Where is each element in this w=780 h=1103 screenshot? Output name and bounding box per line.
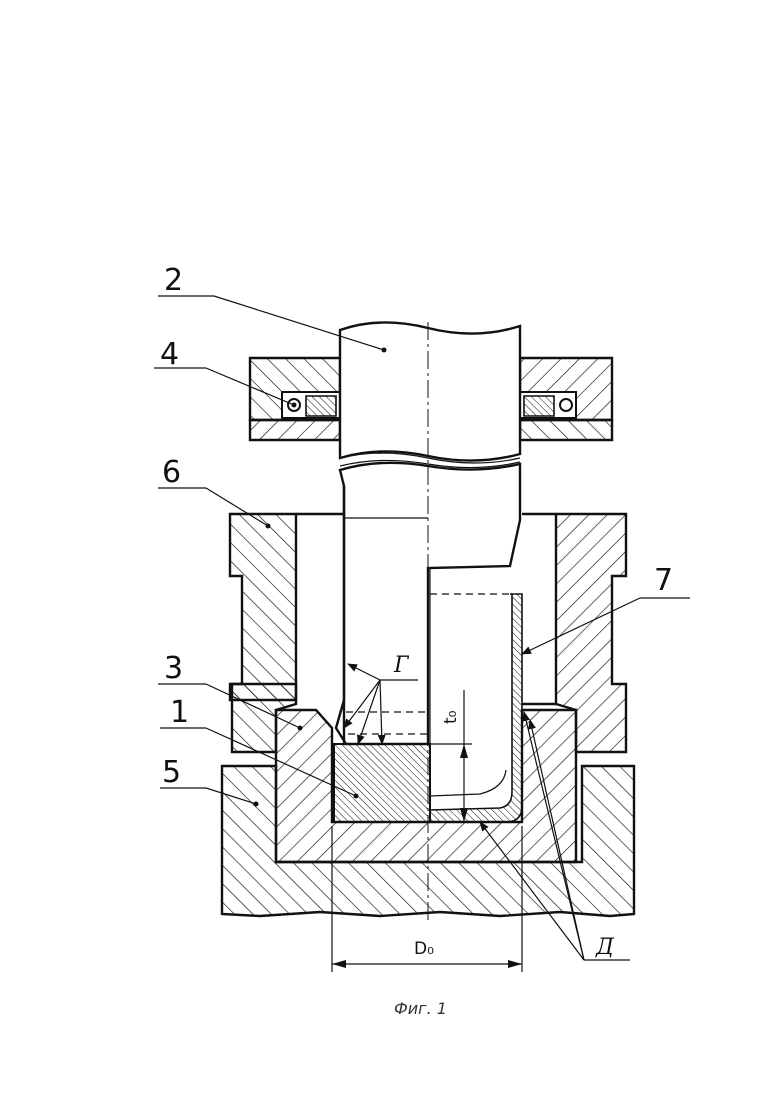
dimension-d0-label: D₀ — [414, 939, 434, 959]
label-part-5: 5 — [162, 755, 181, 790]
label-part-3: 3 — [164, 651, 183, 686]
label-part-2: 2 — [164, 263, 183, 298]
label-zone-d: Д — [595, 935, 615, 960]
formed-part — [430, 568, 522, 822]
blank — [334, 744, 430, 822]
label-part-1: 1 — [170, 695, 189, 730]
label-part-6: 6 — [162, 455, 181, 490]
dimension-t0-label: t₀ — [441, 710, 461, 724]
label-part-7: 7 — [654, 563, 673, 598]
figure-caption: Фиг. 1 — [394, 999, 447, 1018]
label-part-4: 4 — [160, 337, 179, 372]
dimension-t0 — [430, 690, 472, 822]
label-zone-g: Г — [393, 653, 410, 678]
